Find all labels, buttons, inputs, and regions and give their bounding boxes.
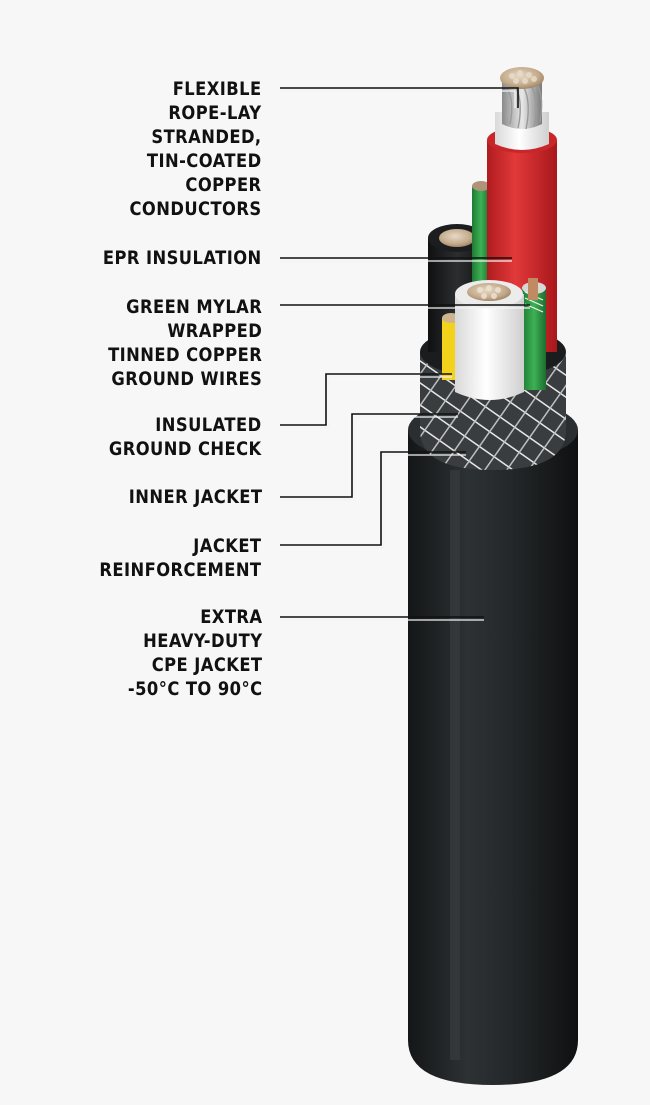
label-line: COPPER [185,174,262,196]
leader-conductors [280,87,519,108]
green-back-copper [472,181,490,191]
outer-jacket [408,430,578,1085]
ground-copper-strand [528,278,538,300]
label-line: HEAVY-DUTY [142,630,262,652]
label-line: FLEXIBLE [173,78,262,100]
label-reinforcement: JACKET REINFORCEMENT [100,534,262,582]
green-insulation-back [472,186,490,300]
conductor-end-copper [500,67,544,89]
label-line: WRAPPED [167,320,262,342]
label-outer-jacket: EXTRA HEAVY-DUTY CPE JACKET -50°C TO 90°… [127,605,262,701]
label-epr-insulation: EPR INSULATION [103,246,262,270]
label-line: JACKET [193,535,262,557]
label-line: EPR INSULATION [103,247,262,269]
label-line: TINNED COPPER [107,344,262,366]
label-line: GROUND WIRES [111,368,263,390]
label-line: -50°C TO 90°C [127,678,262,700]
leader-lines [280,87,530,618]
stranded-copper-conductor [502,80,542,129]
white-insulated-conductor [455,294,524,400]
leader-ground-check [280,373,452,426]
label-line: GROUND CHECK [109,438,262,460]
white-conductor-strands [477,285,501,299]
label-inner-jacket: INNER JACKET [128,485,262,509]
label-conductors: FLEXIBLE ROPE-LAY STRANDED, TIN-COATED C… [130,77,262,221]
label-line: STRANDED, [151,126,262,148]
label-ground-wires: GREEN MYLAR WRAPPED TINNED COPPER GROUND… [108,295,262,391]
leader-reinforcement [280,451,466,546]
label-line: INSULATED [155,414,262,436]
leader-inner-jacket [280,413,458,498]
black-conductor-copper [439,229,475,247]
white-conductor-copper [467,283,511,301]
label-line: GREEN MYLAR [125,296,262,318]
label-line: CONDUCTORS [129,198,262,220]
label-line: EXTRA [199,606,262,628]
label-line: ROPE-LAY [168,102,262,124]
label-line: CPE JACKET [151,654,262,676]
label-line: TIN-COATED [147,150,262,172]
conductor-end-strands [509,70,537,84]
label-line: INNER JACKET [128,486,262,508]
label-ground-check: INSULATED GROUND CHECK [109,413,262,461]
green-ground-wire [522,288,546,390]
leader-lines-light [280,90,530,621]
label-line: REINFORCEMENT [99,559,262,581]
